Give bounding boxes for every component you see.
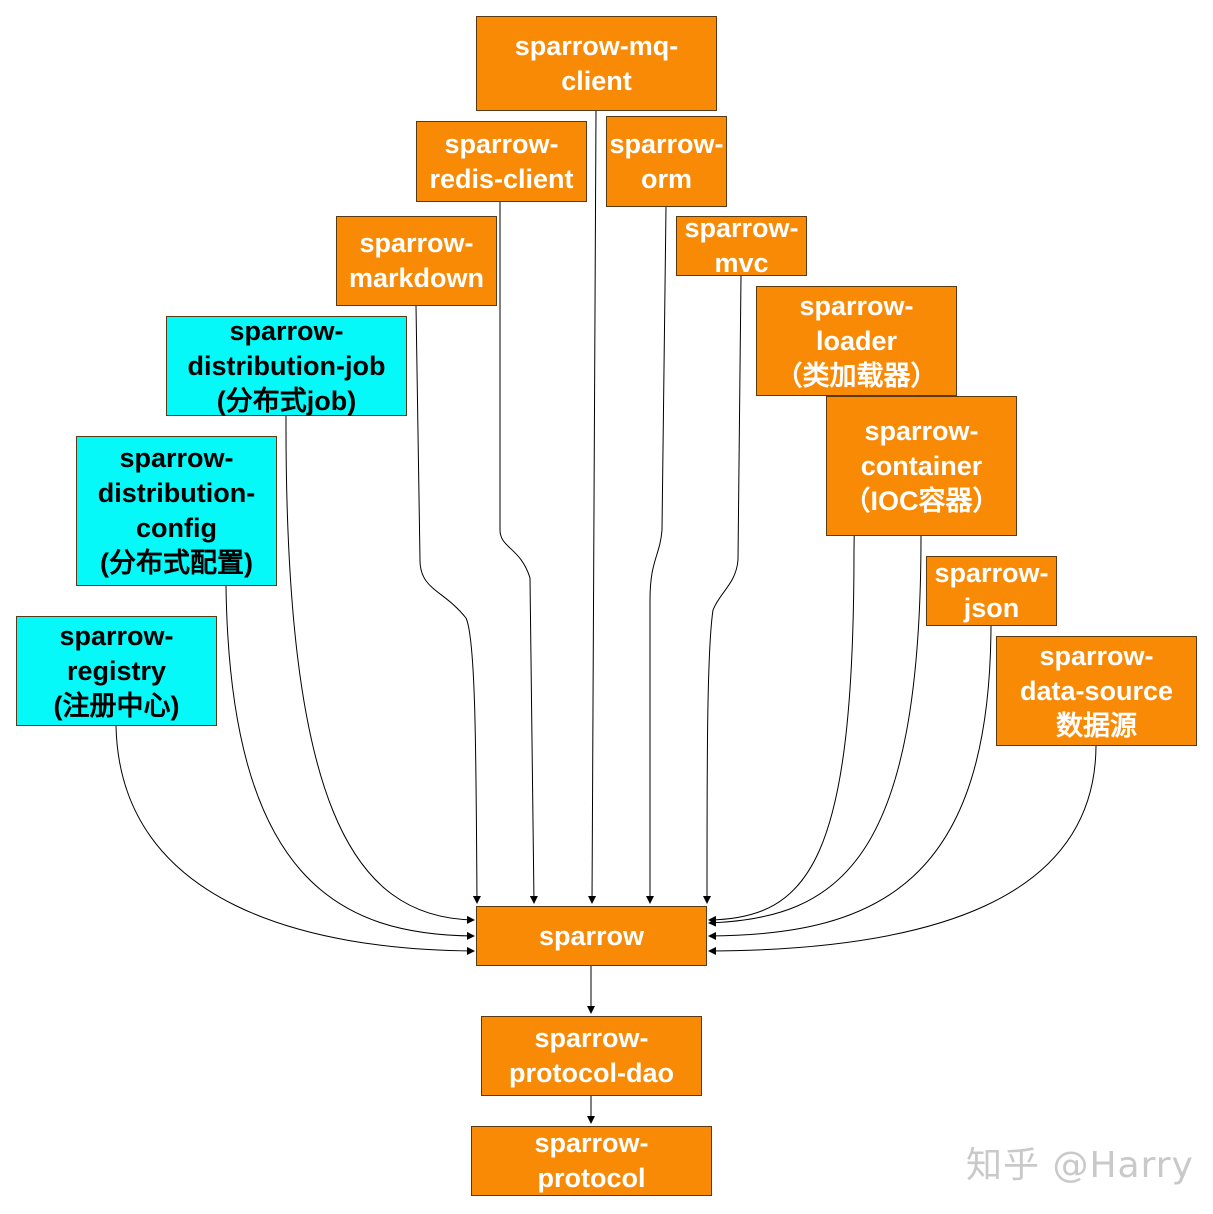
node-sparrow-container: sparrow- container （IOC容器） — [826, 396, 1017, 536]
edge-markdown-to-sparrow — [415, 305, 481, 904]
node-label: sparrow- data-source 数据源 — [1019, 640, 1174, 741]
node-label: sparrow- loader （类加载器） — [775, 290, 938, 391]
node-label: sparrow- protocol-dao — [509, 1023, 674, 1088]
node-sparrow-protocol-dao: sparrow- protocol-dao — [481, 1016, 702, 1096]
watermark: 知乎 @Harry — [966, 1145, 1194, 1186]
node-sparrow-data-source: sparrow- data-source 数据源 — [996, 636, 1197, 746]
node-label: sparrow — [538, 920, 645, 951]
node-sparrow: sparrow — [476, 906, 707, 966]
node-label: sparrow- distribution- config (分布式配置) — [97, 443, 256, 578]
node-sparrow-orm: sparrow- orm — [606, 116, 727, 207]
node-label: sparrow- mvc — [684, 213, 799, 278]
node-sparrow-redis-client: sparrow- redis-client — [416, 121, 587, 202]
edge-distribution-job-to-sparrow — [285, 415, 475, 924]
node-label: sparrow- protocol — [534, 1128, 649, 1193]
node-label: sparrow-mq- client — [514, 30, 679, 96]
edge-mq-client-to-sparrow — [588, 110, 597, 904]
edge-distribution-config-to-sparrow — [225, 585, 475, 940]
node-sparrow-loader: sparrow- loader （类加载器） — [756, 286, 957, 396]
edge-data-source-to-sparrow — [708, 745, 1097, 955]
node-label: sparrow- orm — [609, 128, 724, 194]
node-sparrow-distribution-job: sparrow- distribution-job (分布式job) — [166, 316, 407, 416]
node-label: sparrow- markdown — [348, 228, 485, 293]
node-label: sparrow- registry (注册中心) — [53, 620, 180, 721]
edge-container-to-sparrow — [708, 535, 922, 927]
node-sparrow-distribution-config: sparrow- distribution- config (分布式配置) — [76, 436, 277, 586]
node-sparrow-registry: sparrow- registry (注册中心) — [16, 616, 217, 726]
edge-mvc-to-sparrow — [703, 275, 742, 904]
node-sparrow-json: sparrow- json — [926, 556, 1057, 626]
node-sparrow-protocol: sparrow- protocol — [471, 1126, 712, 1196]
node-label: sparrow- container （IOC容器） — [843, 415, 1000, 516]
node-sparrow-mq-client: sparrow-mq- client — [476, 16, 717, 111]
edge-redis-client-to-sparrow — [499, 202, 538, 904]
edge-json-to-sparrow — [708, 625, 992, 940]
node-label: sparrow- distribution-job (分布式job) — [187, 315, 386, 416]
node-sparrow-mvc: sparrow- mvc — [676, 213, 807, 278]
edge-loader-to-sparrow — [708, 395, 857, 924]
edge-orm-to-sparrow — [646, 206, 667, 904]
node-sparrow-markdown: sparrow- markdown — [336, 216, 497, 306]
edge-registry-to-sparrow — [115, 725, 475, 955]
node-label: sparrow- json — [934, 558, 1049, 623]
node-label: sparrow- redis-client — [429, 128, 574, 194]
